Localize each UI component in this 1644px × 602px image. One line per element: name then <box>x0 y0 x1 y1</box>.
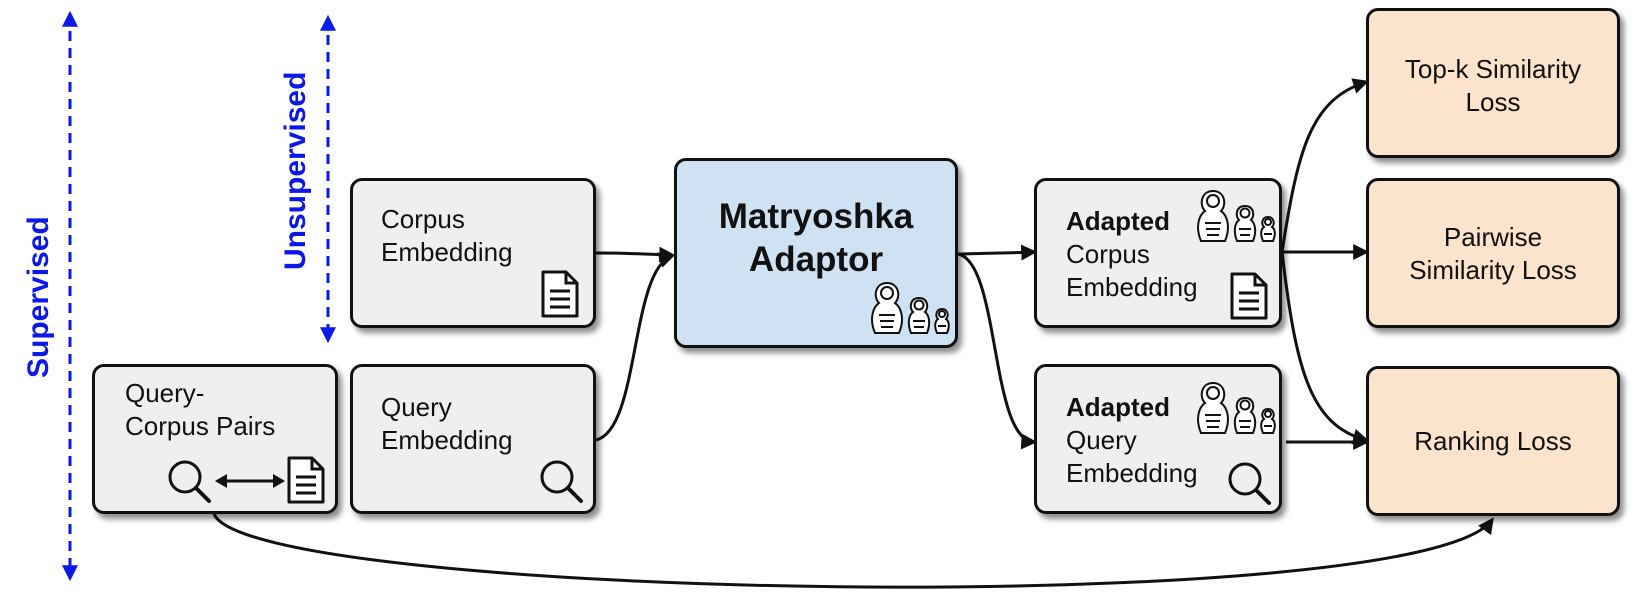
adapted-query-embedding-box: Adapted Query Embedding <box>1034 364 1282 514</box>
query-to-adaptor-arrow <box>595 252 676 442</box>
query-corpus-pairs-line2: Corpus Pairs <box>125 411 276 441</box>
matryoshka-dolls-icon <box>871 281 950 334</box>
adapted-query-line3: Embedding <box>1066 458 1198 488</box>
matryoshka-adaptor-label: Matryoshka Adaptor <box>677 195 955 281</box>
query-embedding-label: Query Embedding <box>381 391 513 457</box>
topk-similarity-loss-box: Top-k Similarity Loss <box>1366 8 1620 158</box>
supervised-label: Supervised <box>22 216 55 378</box>
pairs-to-ranking-arrow <box>212 513 1494 589</box>
adaptor-to-adapted-query-arrow <box>957 252 1038 450</box>
query-corpus-pairs-box: Query- Corpus Pairs <box>92 364 338 514</box>
pairwise-similarity-loss-box: Pairwise Similarity Loss <box>1366 178 1620 328</box>
ranking-line1: Ranking Loss <box>1414 426 1572 456</box>
adapted-query-embedding-label: Adapted Query Embedding <box>1066 391 1198 490</box>
adapted-corpus-embedding-label: Adapted Corpus Embedding <box>1066 205 1198 304</box>
adapted-corpus-line3: Embedding <box>1066 272 1198 302</box>
adaptor-to-adapted-corpus-arrow <box>957 244 1038 261</box>
query-embedding-box: Query Embedding <box>350 364 596 514</box>
magnifier-icon <box>168 460 211 503</box>
adapted-corpus-line2: Corpus <box>1066 239 1150 269</box>
pairwise-line1: Pairwise <box>1443 222 1543 252</box>
query-corpus-pairs-line1: Query- <box>125 378 205 408</box>
topk-similarity-loss-label: Top-k Similarity Loss <box>1369 53 1617 119</box>
bidirectional-arrow-icon <box>215 474 285 488</box>
corpus-embedding-box: Corpus Embedding <box>350 178 596 328</box>
ranking-loss-label: Ranking Loss <box>1369 425 1617 458</box>
matryoshka-dolls-icon <box>1197 381 1276 434</box>
matryoshka-adaptor-box: Matryoshka Adaptor <box>674 158 958 348</box>
corpus-embedding-label: Corpus Embedding <box>381 203 513 269</box>
adapted-corpus-to-topk-arrow <box>1280 78 1370 253</box>
adapted-corpus-embedding-box: Adapted Corpus Embedding <box>1034 178 1282 328</box>
adapted-corpus-to-ranking-arrow <box>1280 251 1370 445</box>
pairwise-line2: Similarity Loss <box>1409 255 1577 285</box>
corpus-embedding-line2: Embedding <box>381 237 513 267</box>
topk-line2: Loss <box>1465 87 1521 117</box>
unsupervised-label: Unsupervised <box>279 71 312 270</box>
query-embedding-line1: Query <box>381 392 452 422</box>
adaptor-line2: Adaptor <box>748 240 884 279</box>
pairwise-similarity-loss-label: Pairwise Similarity Loss <box>1369 221 1617 287</box>
document-icon <box>1230 272 1268 320</box>
corpus-embedding-line1: Corpus <box>381 204 465 234</box>
adapted-corpus-bold: Adapted <box>1066 206 1170 236</box>
corpus-to-adaptor-arrow <box>595 246 676 263</box>
topk-line1: Top-k Similarity <box>1404 54 1582 84</box>
magnifier-icon <box>540 460 583 503</box>
adapted-query-bold: Adapted <box>1066 392 1170 422</box>
query-embedding-line2: Embedding <box>381 425 513 455</box>
query-corpus-pairs-label: Query- Corpus Pairs <box>125 377 275 443</box>
matryoshka-dolls-icon <box>1197 189 1276 242</box>
ranking-loss-box: Ranking Loss <box>1366 366 1620 516</box>
document-icon <box>287 456 325 504</box>
magnifier-icon <box>1228 462 1271 505</box>
adaptor-line1: Matryoshka <box>718 197 914 236</box>
document-icon <box>541 270 579 318</box>
adapted-query-line2: Query <box>1066 425 1137 455</box>
